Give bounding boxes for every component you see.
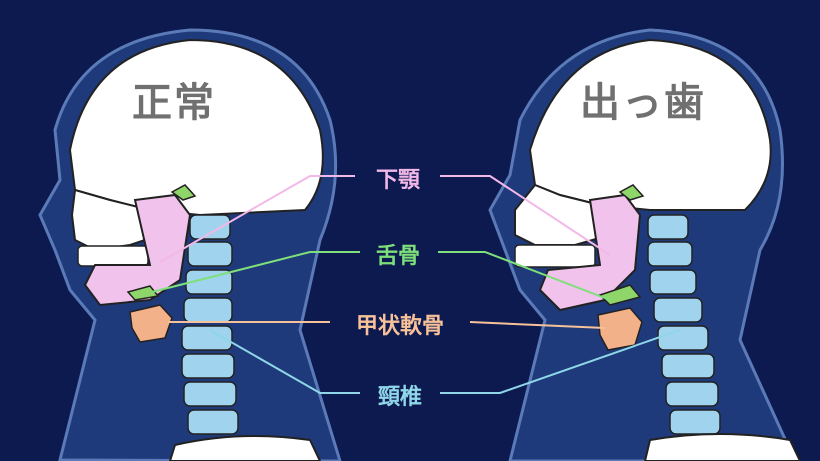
protruding-skull bbox=[528, 38, 772, 211]
normal-hyoid bbox=[126, 285, 160, 301]
normal-title: 正常 bbox=[132, 80, 216, 126]
thyroid-cartilage-label: 甲状軟骨 bbox=[355, 314, 445, 339]
protruding-teeth bbox=[514, 244, 596, 268]
normal-clavicle bbox=[168, 435, 322, 461]
mandible-label: 下顎 bbox=[375, 168, 421, 193]
protruding-mandible bbox=[538, 193, 642, 312]
normal-spine bbox=[181, 214, 239, 435]
hyoid-leader-right bbox=[438, 251, 611, 301]
protruding-head-figure bbox=[488, 28, 802, 461]
hyoid-label: 舌骨 bbox=[375, 244, 421, 269]
protruding-hyoid-upper bbox=[618, 184, 645, 201]
protruding-thyroid bbox=[597, 307, 643, 351]
normal-teeth bbox=[77, 245, 149, 267]
normal-face-bones bbox=[70, 188, 162, 252]
leader-lines bbox=[151, 175, 681, 394]
hyoid-leader-left bbox=[151, 251, 360, 293]
normal-hyoid-upper bbox=[170, 184, 197, 201]
normal-thyroid bbox=[129, 304, 173, 343]
spine-leader-right bbox=[440, 329, 681, 394]
protruding-clavicle bbox=[643, 433, 802, 461]
mandible-leader-right bbox=[440, 175, 611, 256]
protruding-spine bbox=[647, 214, 721, 435]
mandible-leader-left bbox=[159, 175, 355, 263]
cervical-spine-label: 頸椎 bbox=[377, 385, 423, 410]
normal-mandible bbox=[83, 193, 192, 307]
normal-skull bbox=[68, 38, 324, 217]
thyroid-leader-right bbox=[469, 321, 606, 329]
spine-leader-left bbox=[209, 329, 360, 394]
protruding-title: 出っ歯 bbox=[580, 80, 706, 126]
